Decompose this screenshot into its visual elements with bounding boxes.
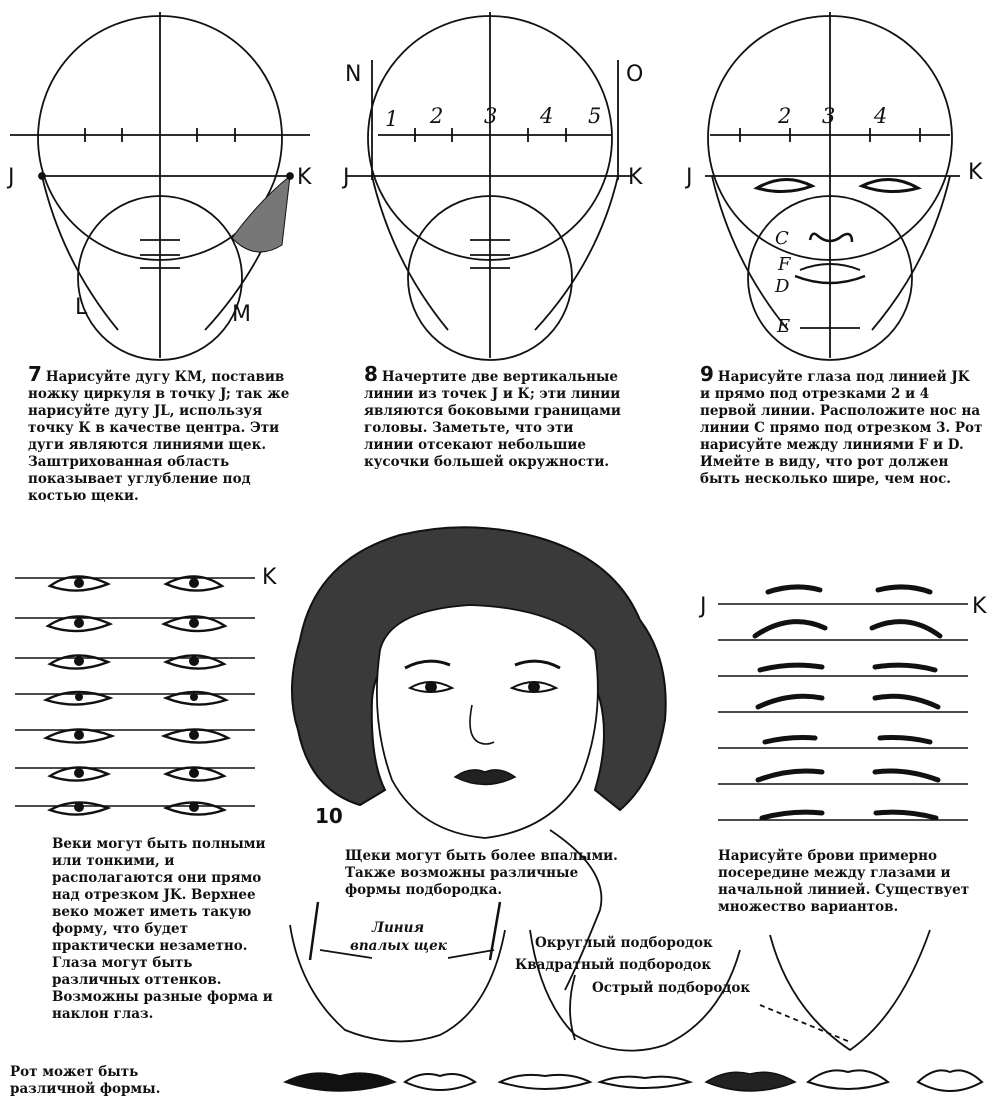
- panel8-mark-4: 4: [540, 104, 553, 128]
- panel7-drawing: [10, 12, 310, 360]
- chin-pointed-label: Острый подбородок: [592, 980, 750, 996]
- panel8-label-j: J: [343, 165, 350, 190]
- panel8-mark-5: 5: [588, 104, 601, 128]
- cheek-line-label-1: Линия: [372, 920, 424, 936]
- panel9-mark-4: 4: [874, 104, 887, 128]
- brows-caption: Нарисуйте брови примерно посередине межд…: [718, 848, 988, 916]
- panel9-mark-3: 3: [822, 104, 835, 128]
- panel9-label-e: E: [777, 316, 790, 337]
- portrait-caption: Щеки могут быть более впалыми. Также воз…: [345, 848, 620, 899]
- portrait-drawing: [292, 527, 666, 838]
- chin-square-label: Квадратный подбородок: [515, 957, 711, 973]
- panel7-label-j: J: [8, 165, 15, 190]
- eyes-label-k: K: [262, 565, 276, 590]
- panel9-label-j: J: [686, 165, 693, 190]
- panel8-mark-2: 2: [430, 104, 443, 128]
- eye-irises: [74, 578, 199, 812]
- panel8-label-n: N: [345, 62, 361, 87]
- brows-label-j: J: [700, 594, 707, 619]
- panel9-label-k: K: [968, 160, 982, 185]
- brows-label-k: K: [972, 594, 986, 619]
- panel8-drawing: [345, 12, 632, 360]
- panel8-number: 8: [364, 362, 378, 386]
- chin-round-label: Округлый подбородок: [535, 935, 713, 951]
- eye-variations: [15, 578, 255, 806]
- panel8-label-k: K: [628, 165, 642, 190]
- panel9-mark-2: 2: [778, 104, 791, 128]
- panel7-label-m: M: [232, 302, 251, 327]
- panel8-mark-1: 1: [385, 107, 398, 131]
- mouths-caption: Рот может быть различной формы.: [10, 1064, 210, 1098]
- eye-shapes: [46, 576, 228, 814]
- panel7-label-l: L: [75, 295, 87, 320]
- panel9-label-d: D: [775, 276, 789, 297]
- eyes-caption: Веки могут быть полными или тонкими, и р…: [52, 836, 282, 1023]
- panel9-drawing: [705, 12, 960, 360]
- panel7-number: 7: [28, 362, 42, 386]
- panel9-number: 9: [700, 362, 714, 386]
- panel8-label-o: O: [626, 62, 643, 87]
- panel8-mark-3: 3: [484, 104, 497, 128]
- panel9-label-c: C: [775, 228, 789, 249]
- mouth-shapes: [285, 1070, 982, 1091]
- panel7-label-k: K: [297, 165, 311, 190]
- portrait-number: 10: [315, 804, 343, 828]
- panel9-label-f: F: [778, 254, 791, 275]
- cheek-line-label-2: впалых щек: [350, 938, 447, 954]
